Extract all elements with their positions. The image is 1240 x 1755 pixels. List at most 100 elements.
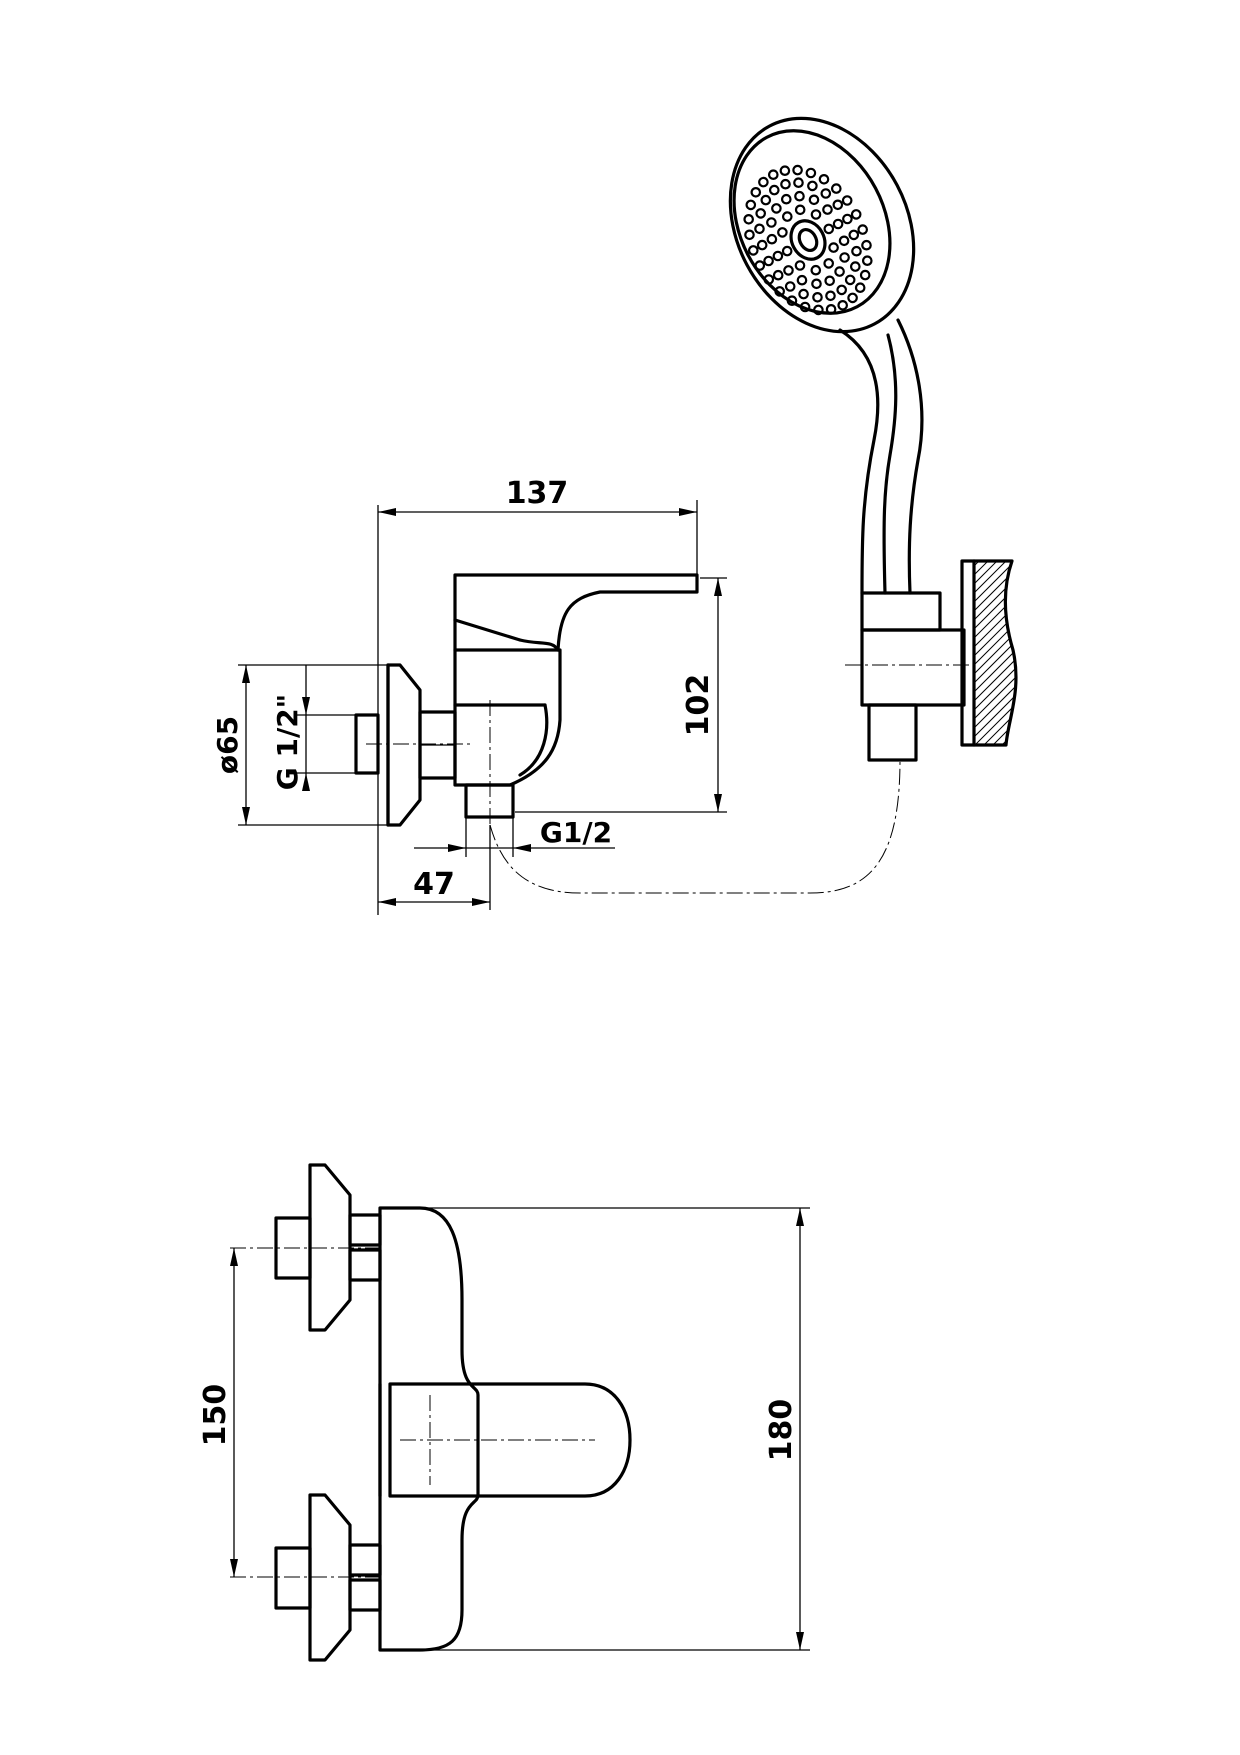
hatch-line (974, 582, 1016, 630)
shower-holder (860, 591, 942, 632)
nozzle-dot (798, 288, 809, 300)
nozzle-dot (859, 269, 871, 281)
nozzle-dot (832, 218, 844, 230)
nozzle-dot (807, 180, 818, 192)
nozzle-dot (839, 252, 850, 263)
dim-inlet-thread-label: G 1/2" (271, 694, 304, 791)
dim-diameter-label: ø65 (211, 716, 244, 774)
hatch-line (974, 690, 1016, 738)
nozzle-dot (844, 274, 856, 286)
nozzle-dot (818, 174, 830, 185)
nozzle-dot (828, 242, 839, 253)
hatch-line (974, 484, 1020, 530)
nozzle-dot (763, 255, 774, 267)
shower-hose (489, 759, 901, 894)
nozzle-dot (781, 211, 793, 222)
nozzle-dot (823, 223, 835, 235)
nozzle-dot (850, 209, 862, 220)
nozzle-dot (756, 239, 768, 251)
lower-inlet-stub (274, 1546, 312, 1610)
dimension-diameter: ø65 (211, 664, 388, 826)
hatch-line (974, 699, 1016, 745)
nozzle-dot (794, 204, 806, 216)
nozzle-dot (747, 245, 759, 256)
nozzle-dot (810, 264, 822, 276)
nozzle-dot (834, 266, 845, 277)
nozzle-dot (754, 223, 765, 235)
nozzle-dot (767, 169, 779, 180)
hatch-line (974, 591, 1016, 639)
dimension-overall: 180 (380, 1207, 810, 1651)
hatch-line (974, 672, 1016, 720)
nozzle-dot (823, 258, 834, 269)
hatch-line (974, 493, 1020, 539)
hatch-line (974, 502, 1020, 548)
dim-150-label: 150 (198, 1384, 233, 1447)
nozzle-dot (754, 260, 766, 271)
nozzle-dot (793, 177, 804, 188)
nozzle-dot (825, 303, 837, 315)
nozzle-dot (777, 227, 788, 238)
hatch-line (974, 663, 1016, 711)
hatch-line (974, 708, 1016, 745)
nozzle-dot (780, 193, 792, 205)
nozzle-dot (842, 213, 853, 225)
nozzle-dot (810, 209, 822, 220)
nozzle-dot (772, 269, 784, 281)
hatch-line (974, 654, 1016, 702)
dim-137-label: 137 (506, 476, 569, 511)
hatch-line (974, 717, 1016, 745)
hatch-line (974, 511, 1020, 557)
nozzle-dot (755, 208, 766, 219)
nozzle-dot (837, 299, 848, 311)
nozzle-dot (851, 245, 862, 257)
nozzle-dot (771, 203, 782, 214)
lever-handle (453, 573, 699, 652)
nozzle-dot (768, 184, 780, 196)
nozzle-dot (766, 217, 777, 228)
nozzle-dot (758, 176, 769, 188)
hatch-line (974, 564, 1016, 612)
hatch-line (974, 561, 1016, 567)
lever-front (388, 1382, 632, 1498)
nozzle-dot (780, 178, 791, 190)
nozzle-dot (830, 183, 842, 194)
nozzle-dot (744, 229, 755, 241)
nozzle-dot (825, 290, 836, 302)
dimension-outlet-thread: G1/2 (414, 816, 615, 857)
nozzle-dot (794, 190, 805, 202)
hatch-line (974, 475, 1020, 521)
hand-shower (728, 116, 1020, 762)
dimension-inlet-thread: G 1/2" (271, 665, 356, 791)
nozzle-dot (796, 274, 808, 286)
nozzle-dot (760, 194, 772, 206)
hose-connector (867, 703, 918, 762)
dimension-height: 102 (515, 577, 727, 813)
nozzle-dot (743, 214, 754, 225)
nozzle-dot (836, 284, 847, 296)
hatch-line (974, 726, 1016, 745)
nozzle-dot (783, 265, 794, 276)
nozzle-dot (861, 255, 873, 266)
mixer-body-front (378, 1206, 480, 1652)
shower-nozzles (743, 164, 873, 316)
shower-face (732, 129, 892, 315)
nozzle-dot (832, 199, 844, 211)
nozzle-dot (805, 167, 817, 179)
lower-flange (308, 1493, 352, 1662)
nozzle-dot (799, 301, 811, 313)
hatch-line (974, 645, 1016, 693)
nozzle-dot (794, 260, 806, 271)
shower-handle (838, 328, 880, 595)
nozzle-dot (812, 291, 823, 303)
nozzle-dot (861, 239, 872, 251)
nozzle-dot (813, 304, 824, 316)
nozzle-dot (857, 224, 868, 235)
hatch-line (974, 561, 1016, 576)
nozzle-dot (820, 188, 832, 199)
nozzle-dot (786, 295, 798, 306)
hatch-line (974, 600, 1016, 648)
nozzle-dot (822, 204, 833, 215)
nozzle-dot (841, 195, 853, 206)
